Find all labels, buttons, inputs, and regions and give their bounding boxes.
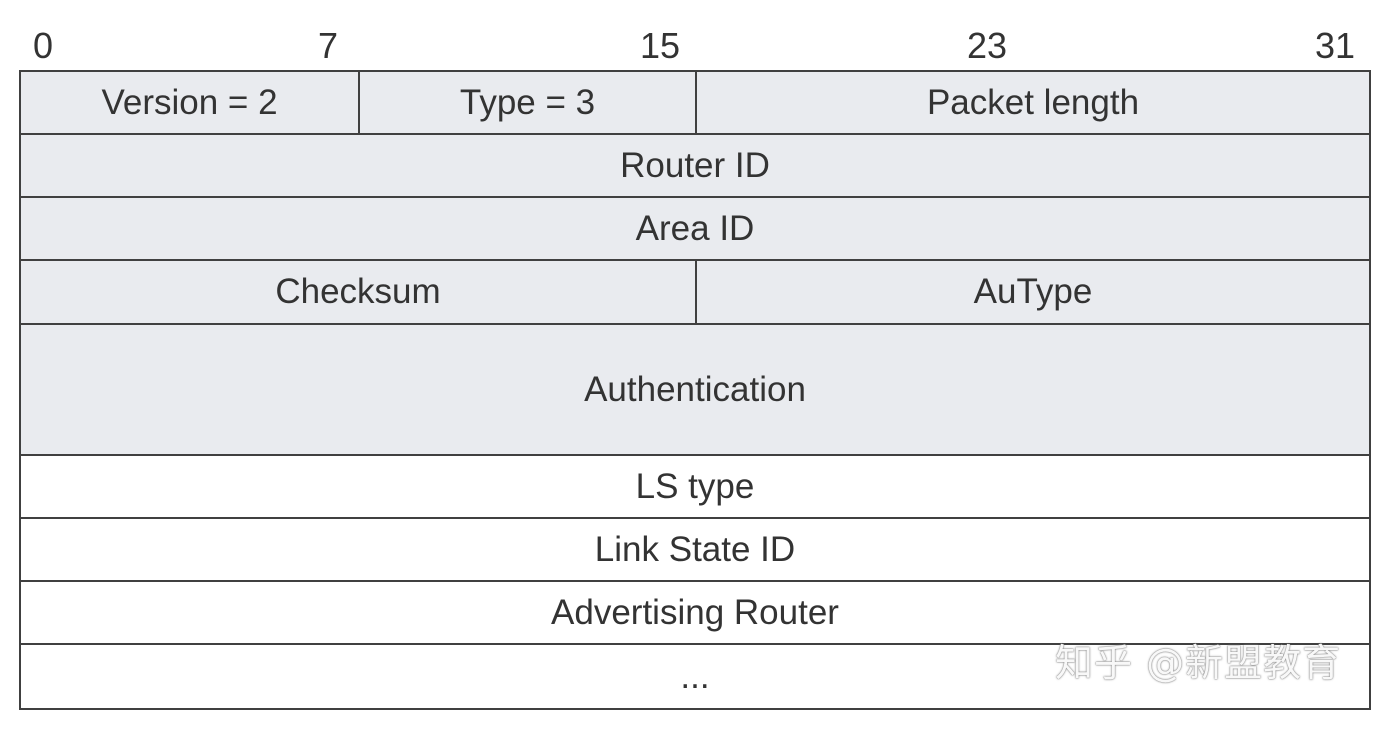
- field-ellipsis: ...: [21, 645, 1369, 708]
- field-authentication: Authentication: [21, 325, 1369, 454]
- row-continuation: ...: [21, 645, 1369, 708]
- field-autype: AuType: [695, 261, 1369, 323]
- bit-label-7: 7: [318, 25, 339, 66]
- row-router-id: Router ID: [21, 135, 1369, 198]
- field-version: Version = 2: [21, 72, 358, 133]
- row-link-state-id: Link State ID: [21, 519, 1369, 582]
- field-checksum: Checksum: [21, 261, 695, 323]
- field-type: Type = 3: [358, 72, 695, 133]
- field-packet-length: Packet length: [695, 72, 1369, 133]
- row-authentication: Authentication: [21, 325, 1369, 456]
- bit-label-31: 31: [1315, 25, 1356, 66]
- field-ls-type: LS type: [21, 456, 1369, 517]
- bit-position-scale: 0 7 15 23 31: [0, 0, 1388, 70]
- bit-label-15: 15: [640, 25, 681, 66]
- field-advertising-router: Advertising Router: [21, 582, 1369, 643]
- row-checksum-autype: Checksum AuType: [21, 261, 1369, 325]
- field-link-state-id: Link State ID: [21, 519, 1369, 580]
- row-advertising-router: Advertising Router: [21, 582, 1369, 645]
- row-version-type-length: Version = 2 Type = 3 Packet length: [21, 72, 1369, 135]
- bit-label-0: 0: [33, 25, 54, 66]
- bit-label-23: 23: [967, 25, 1008, 66]
- watermark: 知乎 @新盟教育: [1055, 641, 1342, 685]
- row-ls-type: LS type: [21, 456, 1369, 519]
- field-router-id: Router ID: [21, 135, 1369, 196]
- field-area-id: Area ID: [21, 198, 1369, 259]
- ospf-lsr-packet-diagram: Version = 2 Type = 3 Packet length Route…: [19, 70, 1371, 710]
- row-area-id: Area ID: [21, 198, 1369, 261]
